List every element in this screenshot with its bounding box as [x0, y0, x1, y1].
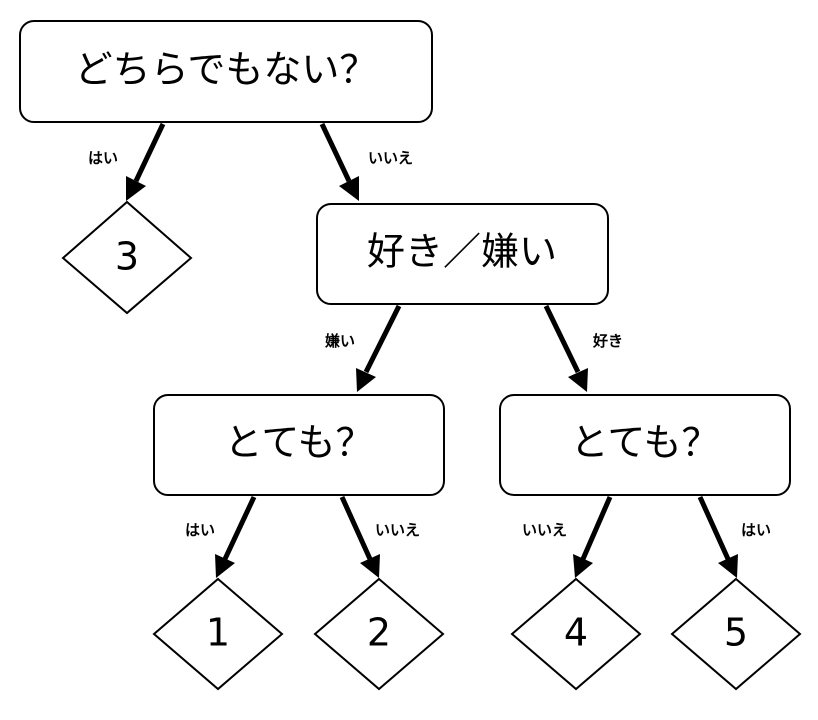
edge-right-no [573, 496, 613, 578]
leaf-3-label: 3 [115, 235, 139, 279]
edge-like-dislike [356, 304, 402, 392]
leaf-4-label: 4 [564, 611, 588, 655]
edge-root-no [319, 122, 359, 201]
question-very-left-label: とても？ [225, 421, 374, 465]
edge-label-like-like: 好き [592, 332, 623, 350]
leaf-2-label: 2 [367, 611, 391, 655]
question-root-label: どちらでもない？ [75, 48, 378, 92]
edge-root-yes [126, 122, 166, 201]
question-very-right-label: とても？ [571, 421, 720, 465]
leaf-node-4: 4 [510, 577, 642, 691]
leaf-node-2: 2 [313, 577, 445, 691]
edge-label-right-yes: はい [741, 521, 771, 539]
question-node-very-right: とても？ [499, 394, 791, 496]
leaf-1-label: 1 [206, 611, 230, 655]
edge-label-left-yes: はい [185, 521, 215, 539]
edge-like-like [543, 304, 588, 392]
question-node-very-left: とても？ [153, 394, 445, 496]
edge-label-root-no: いいえ [368, 149, 413, 167]
leaf-5-label: 5 [724, 611, 748, 655]
leaf-node-5: 5 [670, 577, 802, 691]
edge-label-left-no: いいえ [375, 521, 420, 539]
edge-left-yes [215, 495, 257, 578]
edge-left-no [339, 495, 380, 578]
question-node-like-dislike: 好き／嫌い [316, 203, 609, 305]
question-like-dislike-label: 好き／嫌い [367, 230, 557, 274]
question-node-root: どちらでもない？ [19, 20, 433, 123]
edge-label-like-dislike: 嫌い [324, 332, 355, 350]
leaf-node-3: 3 [61, 200, 193, 315]
leaf-node-1: 1 [152, 577, 284, 691]
edge-label-root-yes: はい [88, 149, 118, 167]
edge-label-right-no: いいえ [522, 521, 567, 539]
edge-right-yes [697, 495, 738, 578]
